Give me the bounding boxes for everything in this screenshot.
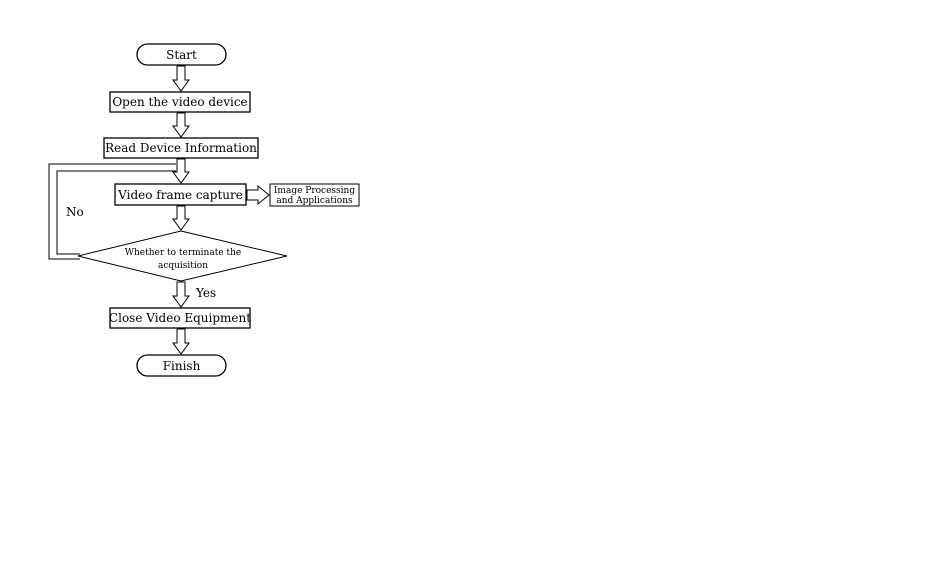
loop-back-outer xyxy=(48,163,176,260)
close-box xyxy=(109,307,251,329)
decision-diamond xyxy=(77,230,288,282)
arrow-read-to-capture xyxy=(172,158,190,184)
arrow-start-to-open xyxy=(172,65,190,92)
arrow-decision-to-close xyxy=(172,281,190,308)
open-device-box xyxy=(109,91,251,113)
start-terminator xyxy=(136,43,227,66)
processing-label-line-1: Image Processing xyxy=(274,186,355,196)
loop-back-inner xyxy=(56,170,176,255)
decision-label-line-2: acquisition xyxy=(158,261,208,271)
read-info-box xyxy=(103,137,259,159)
no-label: No xyxy=(66,205,84,219)
processing-label-line-2: and Applications xyxy=(276,196,353,206)
read-info-label: Read Device Information xyxy=(105,141,257,155)
start-label: Start xyxy=(166,48,197,62)
capture-label: Video frame capture xyxy=(117,188,243,202)
close-label: Close Video Equipment xyxy=(109,311,251,325)
arrow-open-to-read xyxy=(172,112,190,138)
arrow-capture-to-processing xyxy=(246,184,270,206)
finish-label: Finish xyxy=(163,359,201,373)
finish-terminator xyxy=(136,354,227,377)
decision-label-line-1: Whether to terminate the xyxy=(125,248,242,258)
arrow-capture-to-decision xyxy=(172,205,190,231)
open-device-label: Open the video device xyxy=(112,95,247,109)
capture-box xyxy=(114,183,247,206)
arrow-close-to-finish xyxy=(172,328,190,355)
processing-box xyxy=(269,183,360,207)
yes-label: Yes xyxy=(195,286,216,300)
